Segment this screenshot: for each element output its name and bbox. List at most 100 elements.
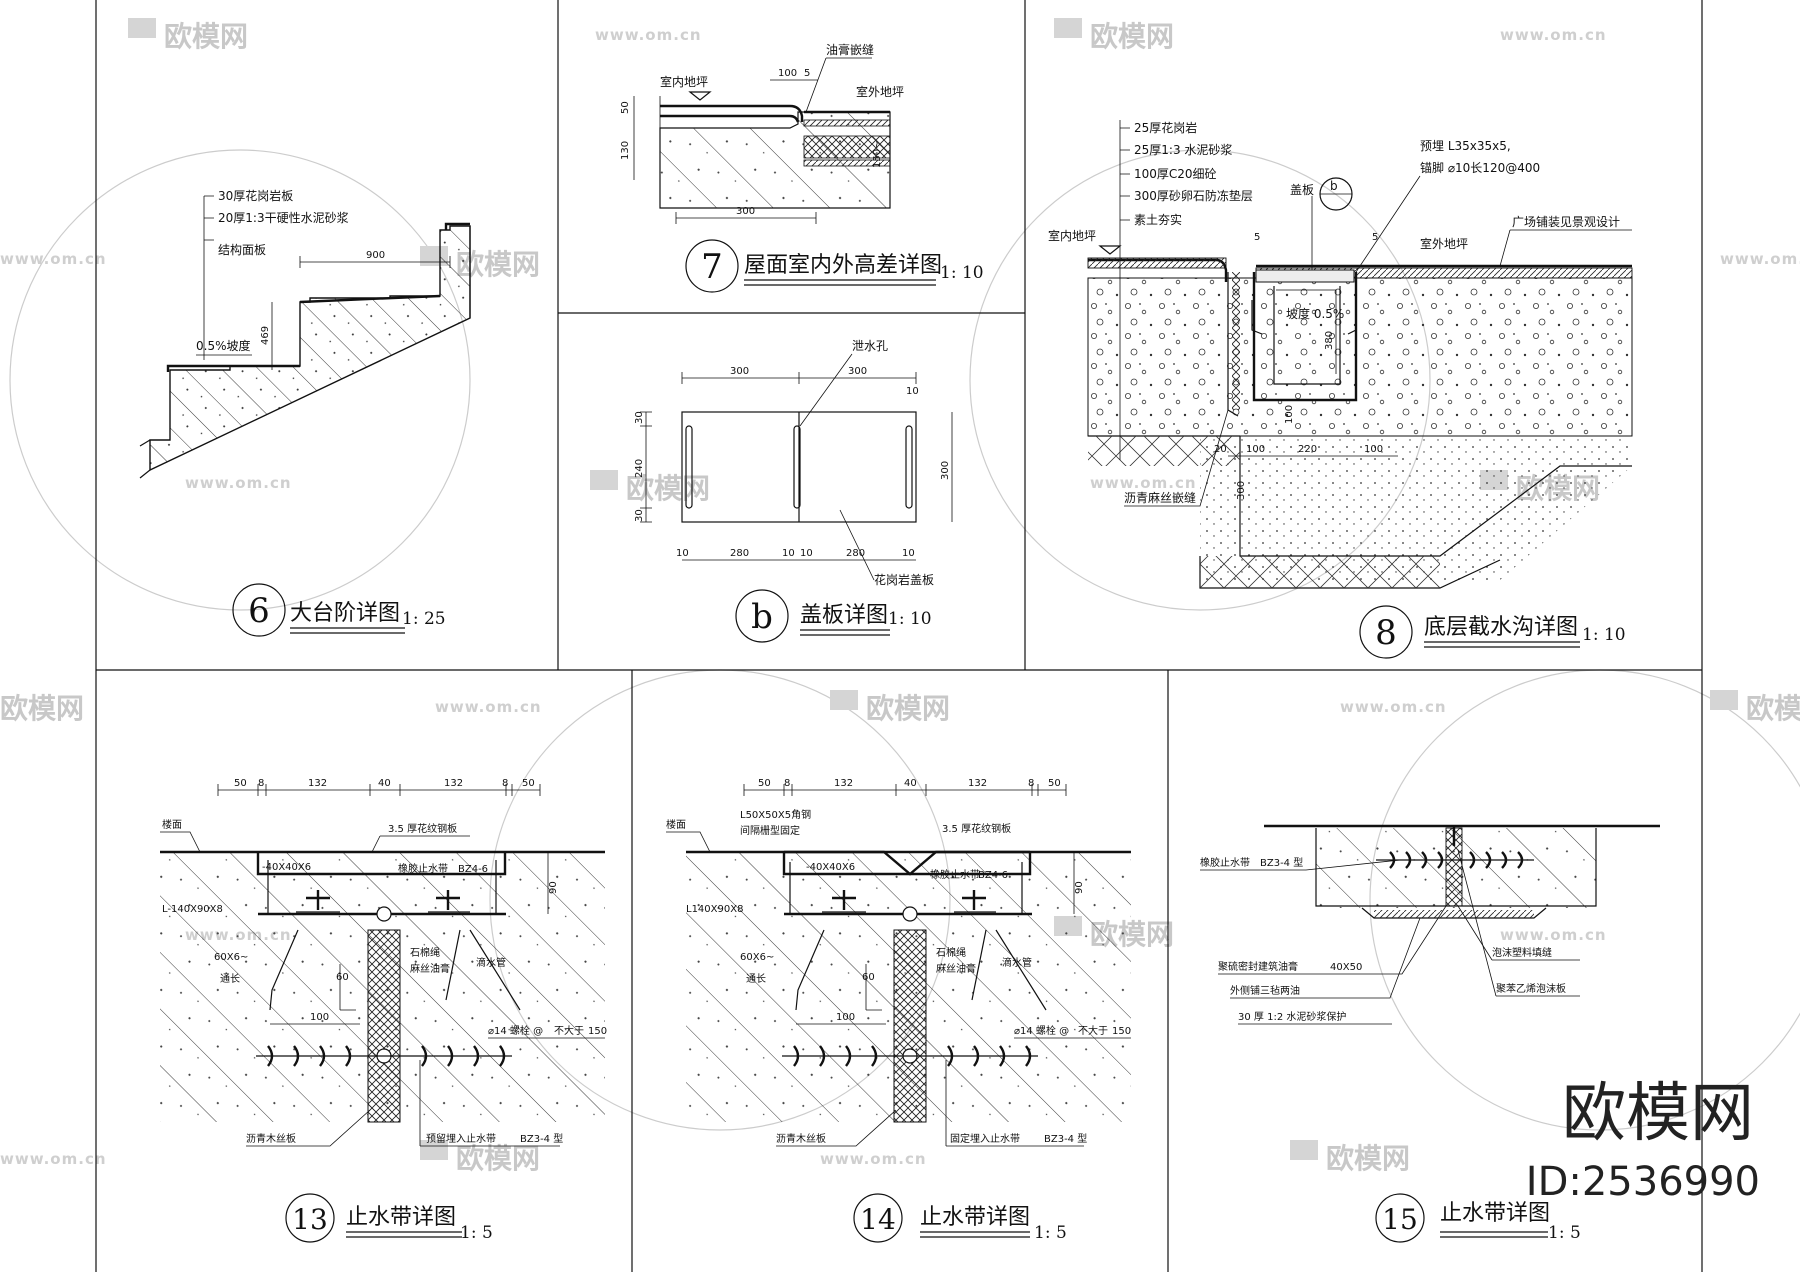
d6-number: 6 [248, 591, 270, 631]
d14-label-hemp: 麻丝油膏 [936, 962, 976, 975]
d13-dim-2: 8 [258, 778, 264, 789]
d13-label-embed: 预留埋入止水带 [426, 1132, 496, 1145]
d14-dim-3: 132 [834, 778, 853, 789]
d14-label-drip: 滴水管 [1002, 956, 1032, 969]
d15-label-type: BZ3-4 型 [1260, 856, 1303, 869]
db-dim-b4: 10 [800, 548, 813, 559]
d14-label-bar: 60X6~ [740, 952, 774, 963]
db-dim-b3: 10 [782, 548, 795, 559]
svg-text:欧模网: 欧模网 [1326, 1142, 1410, 1175]
d13-label-flat: -40X40X6 [262, 862, 311, 873]
d15-number-circle [1375, 1193, 1425, 1243]
watermark-logo: 欧模网 [590, 470, 710, 505]
d7-dim-5: 5 [804, 68, 810, 79]
d8-dim-300: 300 [1236, 481, 1247, 500]
d14-label-fix: 间隔栅型固定 [740, 824, 800, 837]
d6-title: 大台阶详图 [290, 601, 400, 626]
d8-note-3: 100厚C20细砼 [1134, 167, 1217, 181]
d8-dim-100b: 100 [1364, 444, 1383, 455]
d6-note-1: 30厚花岗岩板 [218, 188, 293, 203]
d15-scale: 1: 5 [1548, 1223, 1581, 1243]
d13-dim-5: 132 [444, 778, 463, 789]
d8-dim-100a: 100 [1246, 444, 1265, 455]
d13-title: 止水带详图 [346, 1205, 456, 1230]
db-dim-l3: 30 [634, 509, 645, 522]
d7-scale: 1: 10 [940, 263, 984, 283]
db-dim-l1: 30 [634, 411, 645, 424]
detail-15-waterstop: 橡胶止水带 BZ3-4 型 聚硫密封建筑油膏 40X50 外侧铺三毡两油 30 … [1200, 824, 1660, 1243]
d14-label-angle: L140X90X8 [686, 904, 743, 915]
d13-number-circle [285, 1193, 335, 1243]
d14-label-150: 150 [1112, 1026, 1131, 1037]
d14-dim-2: 8 [784, 778, 790, 789]
watermark-url: www.om.cn [1500, 926, 1607, 944]
watermark-url: www.om.cn [1500, 26, 1607, 44]
d7-label-indoor: 室内地坪 [660, 74, 708, 89]
d6-note-3: 结构面板 [218, 242, 266, 257]
d13-label-bolt: ⌀14 螺栓 @ [488, 1024, 543, 1037]
d13-label-150: 150 [588, 1026, 607, 1037]
d15-label-filler: 泡沫塑料填缝 [1492, 946, 1552, 959]
svg-text:欧模网: 欧模网 [866, 692, 950, 725]
db-label-plate: 花岗岩盖板 [874, 572, 934, 587]
d8-note-2: 25厚1:3 水泥砂浆 [1134, 142, 1232, 157]
d14-label-flat: -40X40X6 [806, 862, 855, 873]
d13-label-drip: 滴水管 [476, 956, 506, 969]
svg-text:欧模网: 欧模网 [1090, 20, 1174, 53]
d15-number: 15 [1382, 1203, 1418, 1236]
d13-label-angle: L-140X90X8 [162, 904, 223, 915]
watermark-layer: 欧模网 欧模网 欧模网 欧模网 欧模网 欧模网 欧模网 欧模网 欧模网 欧模网 … [0, 18, 1800, 1175]
watermark-url: www.om.cn [820, 1150, 927, 1168]
svg-text:欧模网: 欧模网 [164, 20, 248, 53]
d14-dim-60: 60 [862, 972, 875, 983]
watermark-logo: 欧模网 [128, 18, 248, 53]
d8-note-1: 25厚花岗岩 [1134, 120, 1197, 135]
d14-dim-4: 40 [904, 778, 917, 789]
d13-label-asbestos: 石棉绳 [410, 946, 440, 959]
d15-label-sealant: 聚硫密封建筑油膏 [1218, 960, 1298, 973]
d8-label-indoor: 室内地坪 [1048, 228, 1096, 243]
db-title: 盖板详图 [800, 603, 888, 628]
watermark-url: www.om.cn [1090, 474, 1197, 492]
db-dim-top-2: 300 [848, 366, 867, 377]
d8-dim-100v: 100 [1284, 405, 1295, 424]
watermark-logo: 欧模网 [1054, 18, 1174, 53]
d8-label-cover: 盖板 [1290, 183, 1314, 197]
d13-waterstop-bulbs [267, 1045, 506, 1067]
d13-label-board: 沥青木丝板 [246, 1132, 296, 1145]
detail-13-waterstop: 50 8 132 40 132 8 50 楼面 3.5 厚花纹钢板 -40X40… [160, 778, 607, 1243]
d15-title: 止水带详图 [1440, 1201, 1550, 1226]
svg-text:欧模网: 欧模网 [626, 472, 710, 505]
d14-dim-1: 50 [758, 778, 771, 789]
db-dim-b1: 10 [676, 548, 689, 559]
d14-label-max: 不大于 [1078, 1024, 1108, 1037]
watermark-url: www.om.cn [0, 1150, 107, 1168]
watermark-url: www.om.cn [595, 26, 702, 44]
db-dim-l2: 240 [634, 459, 645, 478]
d8-dim-220: 220 [1298, 444, 1317, 455]
d14-dim-90: 90 [1074, 881, 1085, 894]
d7-dim-50: 50 [620, 101, 631, 114]
watermark-logo: 欧模网 [1710, 690, 1800, 725]
d8-note-5: 素土夯实 [1134, 212, 1182, 227]
d7-number-circle [685, 239, 739, 293]
d7-dim-100: 100 [778, 68, 797, 79]
watermark-url: www.om.cn [435, 698, 542, 716]
d15-label-rubber: 橡胶止水带 [1200, 856, 1250, 869]
watermark-logo: 欧模网 [420, 246, 540, 281]
detail-7-roof-step: 50 130 300 100 5 150~ 室内地坪 油膏嵌缝 室外地坪 7 屋… [620, 42, 984, 293]
d13-number: 13 [292, 1203, 328, 1236]
db-dim-b2: 280 [730, 548, 749, 559]
db-dim-b6: 10 [902, 548, 915, 559]
d14-label-angle-small: L50X50X5角钢 [740, 808, 811, 821]
d14-waterstop-bulbs [793, 1045, 1032, 1067]
d7-label-outdoor: 室外地坪 [856, 84, 904, 99]
d13-label-bz46: BZ4-6 [458, 864, 488, 875]
d13-label-max: 不大于 [554, 1024, 584, 1037]
d8-dim-5a: 5 [1254, 232, 1260, 243]
d13-label-continuous: 通长 [220, 973, 240, 985]
d8-dim-5b: 5 [1372, 232, 1378, 243]
d14-title: 止水带详图 [920, 1205, 1030, 1230]
watermark-url: www.om.cn [0, 250, 107, 268]
model-id: ID:2536990 [1525, 1159, 1760, 1205]
